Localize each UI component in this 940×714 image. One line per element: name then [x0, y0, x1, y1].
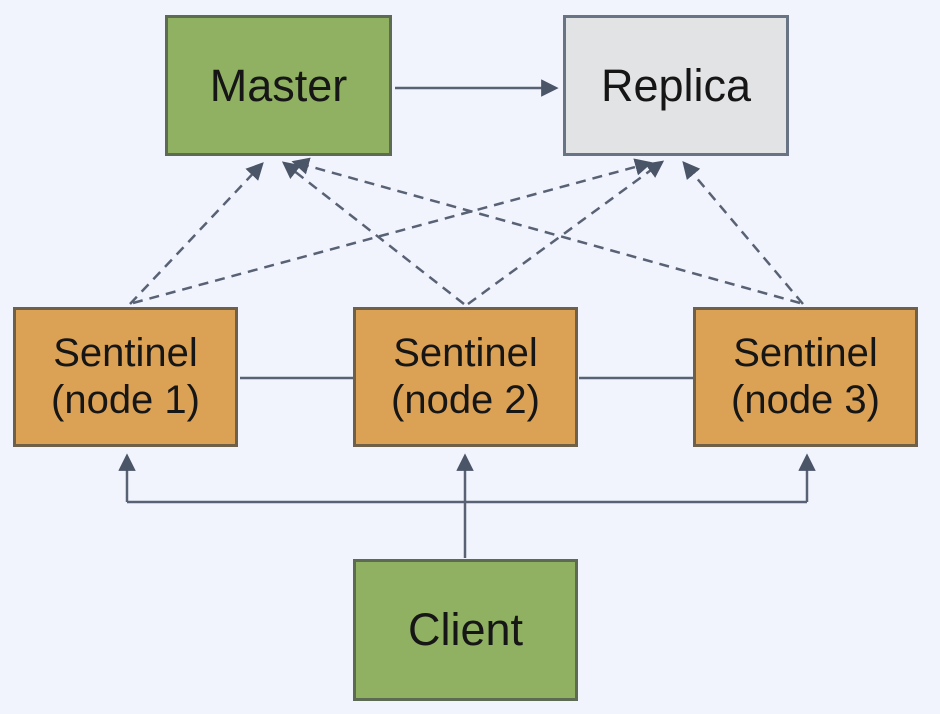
node-master: Master	[165, 15, 392, 156]
node-sentinel-3-label-line2: (node 3)	[731, 378, 880, 422]
node-sentinel-1-label-line2: (node 1)	[51, 378, 200, 422]
node-master-label: Master	[209, 59, 348, 111]
edge-sentinel3-replica	[682, 160, 804, 305]
edge-sentinel2-replica	[467, 160, 665, 306]
node-sentinel-2-label-line2: (node 2)	[391, 378, 540, 422]
edge-sentinel1-master	[129, 162, 264, 305]
node-replica-label: Replica	[600, 59, 752, 111]
node-sentinel-1-label-line1: Sentinel	[53, 330, 198, 375]
edge-sentinel3-master	[291, 157, 801, 305]
node-client-label: Client	[407, 604, 524, 655]
edge-sentinel1-replica	[132, 158, 653, 305]
node-sentinel-2: Sentinel (node 2)	[353, 307, 578, 447]
node-sentinel-3-label-line1: Sentinel	[733, 330, 878, 375]
node-sentinel-3: Sentinel (node 3)	[693, 307, 918, 447]
edge-sentinel2-master	[281, 161, 465, 305]
node-sentinel-1: Sentinel (node 1)	[13, 307, 238, 447]
node-sentinel-2-label-line1: Sentinel	[393, 330, 538, 375]
node-client: Client	[353, 559, 578, 701]
node-replica: Replica	[563, 15, 789, 156]
